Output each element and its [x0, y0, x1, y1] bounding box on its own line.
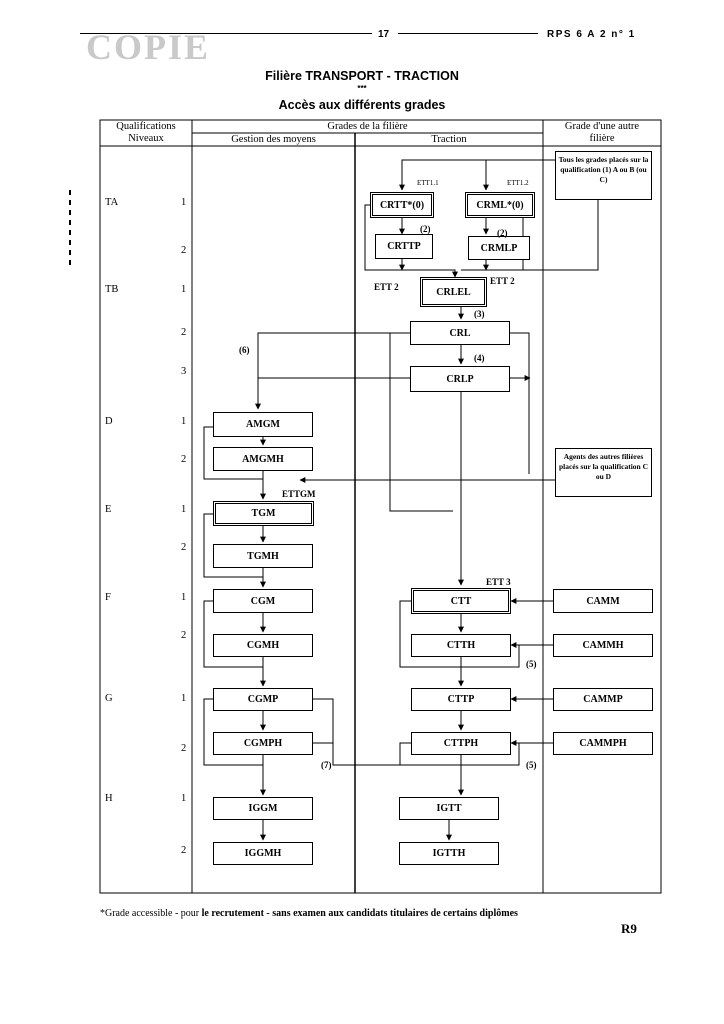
footnote-start: *Grade accessible - pour — [100, 908, 202, 919]
header-qualifications: Qualifications Niveaux — [116, 121, 176, 144]
row-level: 2 — [181, 542, 187, 553]
margin-mark — [69, 210, 71, 215]
row-qualif: TA — [105, 197, 119, 208]
grade-box-cgmp: CGMP — [213, 688, 313, 711]
header-autre-filiere: Grade d'une autre filière — [564, 121, 640, 144]
header-grades-filiere: Grades de la filière — [327, 121, 408, 132]
note-tous-grades: Tous les grades placés sur la qualificat… — [555, 151, 652, 200]
label-note-3: (3) — [474, 309, 485, 319]
margin-mark — [69, 230, 71, 235]
grade-box-ctth: CTTH — [411, 634, 511, 657]
label-ett2-left: ETT 2 — [374, 282, 399, 292]
row-level: 2 — [181, 454, 187, 465]
row-level: 1 — [181, 197, 187, 208]
grade-box-crl: CRL — [410, 321, 510, 345]
row-level: 2 — [181, 743, 187, 754]
document-reference: RPS 6 A 2 n° 1 — [547, 29, 636, 40]
row-level: 3 — [181, 366, 187, 377]
grade-box-ctt: CTT — [411, 588, 511, 614]
label-ettgm: ETTGM — [282, 489, 316, 499]
label-note-5a: (5) — [526, 659, 537, 669]
row-qualif: H — [105, 793, 113, 804]
label-note-4: (4) — [474, 353, 485, 363]
grade-box-igtth: IGTTH — [399, 842, 499, 865]
header-gestion-moyens: Gestion des moyens — [231, 134, 316, 145]
row-qualif: F — [105, 592, 111, 603]
label-note-6: (6) — [239, 345, 250, 355]
grade-box-crml: CRML*(0) — [465, 192, 535, 218]
grade-box-crlel: CRLEL — [420, 277, 487, 307]
row-level: 1 — [181, 592, 187, 603]
page-number: 17 — [378, 29, 390, 40]
grade-box-crlp: CRLP — [410, 366, 510, 392]
grade-box-iggm: IGGM — [213, 797, 313, 820]
grade-box-cgmph: CGMPH — [213, 732, 313, 755]
grade-box-crttp: CRTTP — [375, 234, 433, 259]
label-ett2-right: ETT 2 — [490, 276, 515, 286]
page-title: Filière TRANSPORT - TRACTION — [265, 69, 459, 83]
row-level: 2 — [181, 327, 187, 338]
label-ett12: ETT1.2 — [507, 179, 529, 187]
grade-box-igtt: IGTT — [399, 797, 499, 820]
row-level: 2 — [181, 630, 187, 641]
label-ett11: ETT1.1 — [417, 179, 439, 187]
margin-mark — [69, 260, 71, 265]
grade-box-cgm: CGM — [213, 589, 313, 613]
row-level: 1 — [181, 284, 187, 295]
header-rule-left — [80, 33, 372, 35]
margin-mark — [69, 220, 71, 225]
label-note-7: (7) — [321, 760, 332, 770]
label-note-5b: (5) — [526, 760, 537, 770]
grade-box-cgmh: CGMH — [213, 634, 313, 657]
margin-mark — [69, 190, 71, 195]
grade-box-cammp: CAMMP — [553, 688, 653, 711]
margin-mark — [69, 200, 71, 205]
grade-box-cttp: CTTP — [411, 688, 511, 711]
grade-box-iggmh: IGGMH — [213, 842, 313, 865]
margin-mark — [69, 240, 71, 245]
grade-box-crmlp: CRMLP — [468, 236, 530, 260]
page-tag: R9 — [621, 921, 637, 936]
grade-box-camm: CAMM — [553, 589, 653, 613]
row-qualif: D — [105, 416, 113, 427]
row-level: 1 — [181, 504, 187, 515]
row-level: 1 — [181, 416, 187, 427]
grade-box-cttph: CTTPH — [411, 732, 511, 755]
row-qualif: TB — [105, 284, 119, 295]
label-note-2b: (2) — [497, 228, 508, 238]
header-traction: Traction — [431, 134, 467, 145]
label-note-2a: (2) — [420, 224, 431, 234]
header-rule-right — [398, 33, 538, 35]
row-level: 1 — [181, 793, 187, 804]
grade-box-tgmh: TGMH — [213, 544, 313, 568]
grade-box-cammph: CAMMPH — [553, 732, 653, 755]
page-subtitle: Accès aux différents grades — [278, 98, 446, 112]
row-qualif: G — [105, 693, 113, 704]
grade-box-amgm: AMGM — [213, 412, 313, 437]
margin-mark — [69, 250, 71, 255]
row-level: 2 — [181, 845, 187, 856]
footnote-bold: le recrutement - sans examen aux candida… — [201, 908, 518, 919]
label-ett3: ETT 3 — [486, 577, 511, 587]
row-qualif: E — [105, 504, 112, 515]
title-stars: *** — [357, 84, 367, 93]
footnote: *Grade accessible - pour le recrutement … — [100, 908, 518, 919]
grade-box-amgmh: AMGMH — [213, 447, 313, 471]
grade-box-crtt: CRTT*(0) — [370, 192, 434, 218]
grade-box-cammh: CAMMH — [553, 634, 653, 657]
row-level: 1 — [181, 693, 187, 704]
note-agents-autres-filieres: Agents des autres filières placés sur la… — [555, 448, 652, 497]
row-level: 2 — [181, 245, 187, 256]
grade-box-tgm: TGM — [213, 501, 314, 526]
